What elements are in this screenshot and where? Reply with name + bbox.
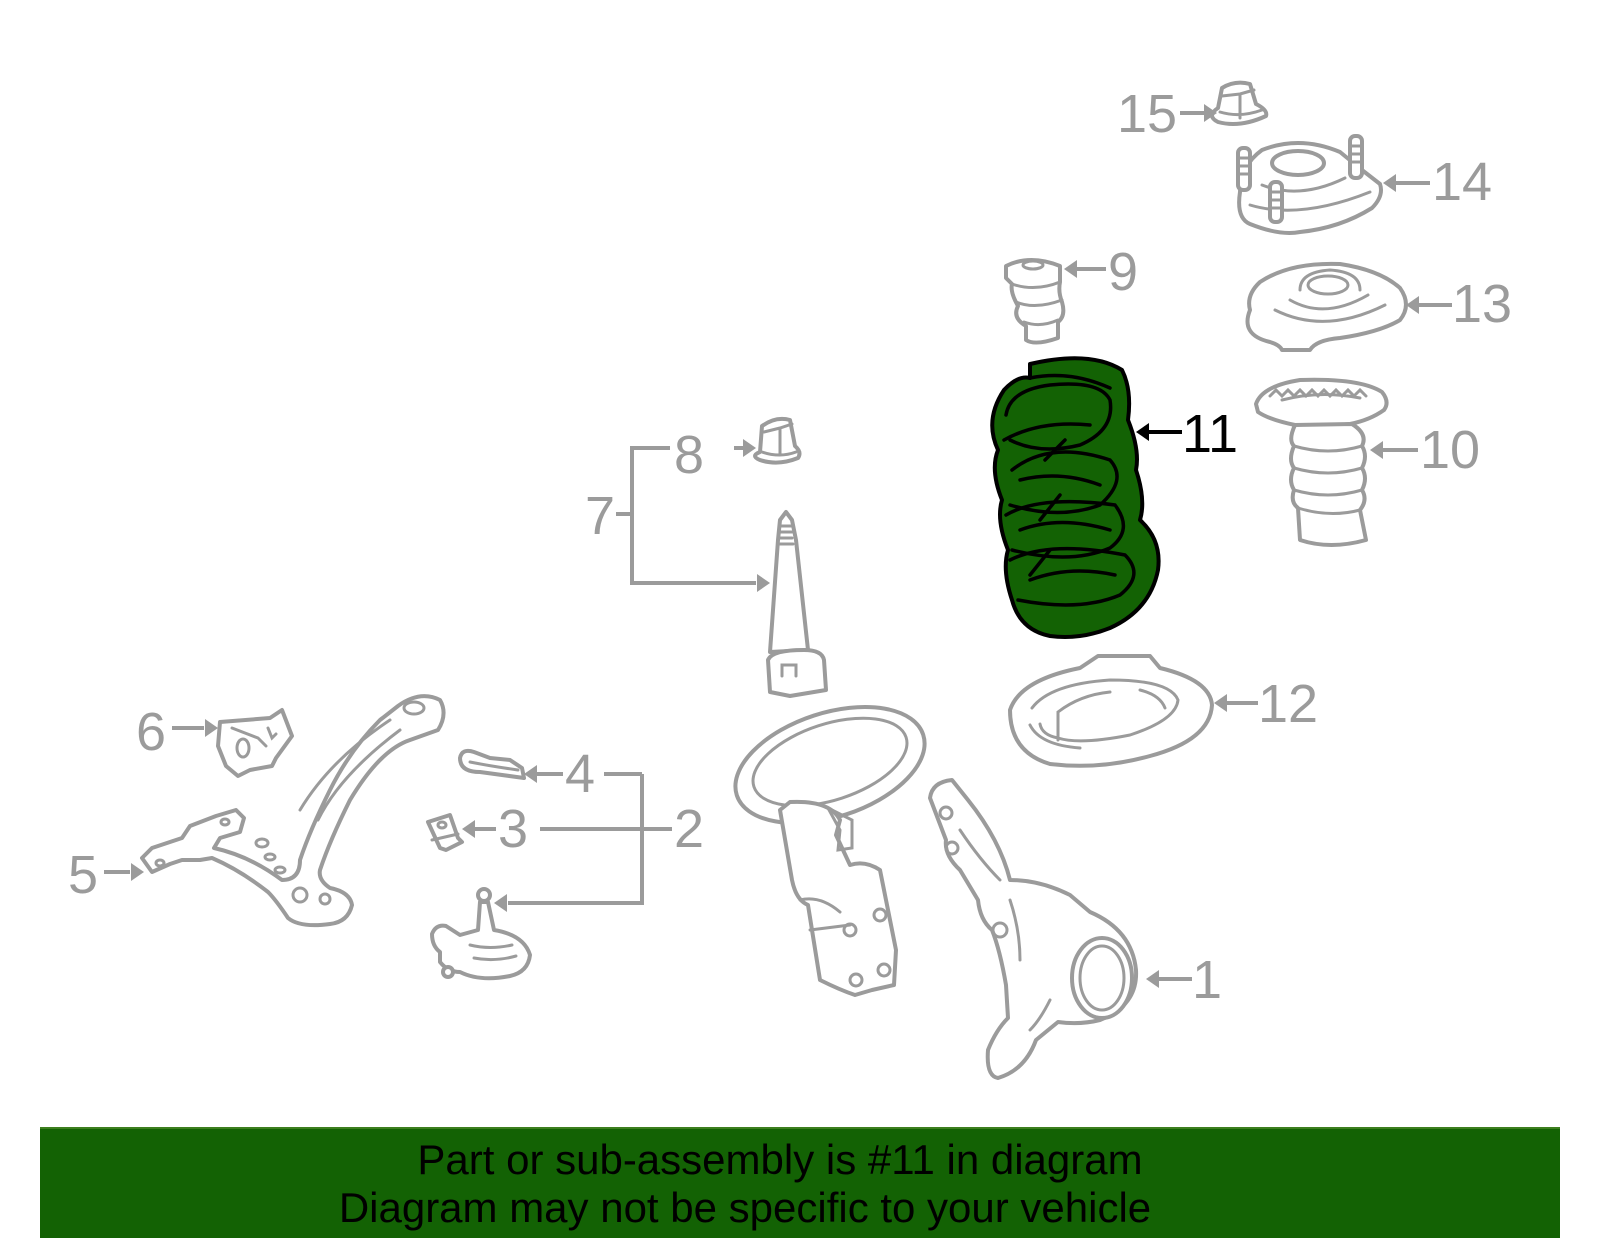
callout-11: 11 [1136,404,1238,464]
parts-diagram: 15 14 13 9 [68,80,1512,1080]
callout-label-4: 4 [565,744,595,804]
callout-1: 1 [1146,950,1222,1010]
callout-label-8: 8 [674,425,704,485]
part-2-lower-ball-joint[interactable] [430,887,532,981]
part-11-coil-spring[interactable] [990,356,1161,639]
callout-15: 15 [1117,84,1217,144]
part-6-control-arm-bushing[interactable] [216,708,294,778]
callout-12: 12 [1214,674,1318,734]
part-1-steering-knuckle[interactable] [928,778,1139,1080]
callout-10: 10 [1370,420,1480,480]
part-12-lower-spring-insulator[interactable] [1008,654,1214,768]
part-10-dust-boot[interactable] [1254,377,1389,547]
callout-label-13: 13 [1452,274,1512,334]
part-3-ball-joint-bracket[interactable] [426,813,464,852]
part-13-upper-spring-seat[interactable] [1245,261,1408,352]
part-5-lower-control-arm[interactable] [140,694,446,928]
callout-2-3-4: 4 3 2 [462,744,704,912]
callout-8-7: 8 7 [585,425,770,592]
banner-disclaimer: Diagram may not be specific to your vehi… [338,1183,1152,1231]
part-8-strut-nut[interactable] [753,416,802,465]
part-9-bump-stop[interactable] [1004,258,1066,345]
part-15-mount-nut[interactable] [1210,80,1269,126]
callout-label-5: 5 [68,845,98,905]
part-14-strut-mount[interactable] [1236,134,1383,235]
diagram-notice-banner: Part or sub-assembly is #11 in diagram D… [40,1127,1560,1238]
callout-13: 13 [1406,274,1512,334]
banner-part-notice: Part or sub-assembly is #11 in diagram [417,1135,1143,1183]
callout-9: 9 [1064,242,1138,302]
part-4-ball-joint-clip[interactable] [458,748,526,780]
callout-label-11: 11 [1182,404,1238,464]
callout-label-3: 3 [498,799,528,859]
callout-label-1: 1 [1192,950,1222,1010]
part-7-strut-assembly[interactable] [721,510,940,997]
callout-label-6: 6 [136,702,166,762]
callout-label-9: 9 [1108,242,1138,302]
callout-label-12: 12 [1258,674,1318,734]
callout-label-2: 2 [674,799,704,859]
callout-14: 14 [1383,152,1492,212]
callout-5: 5 [68,845,144,905]
callout-label-7: 7 [585,486,615,546]
callout-6: 6 [136,702,218,762]
callout-label-14: 14 [1432,152,1492,212]
callout-label-10: 10 [1420,420,1480,480]
callout-label-15: 15 [1117,84,1177,144]
